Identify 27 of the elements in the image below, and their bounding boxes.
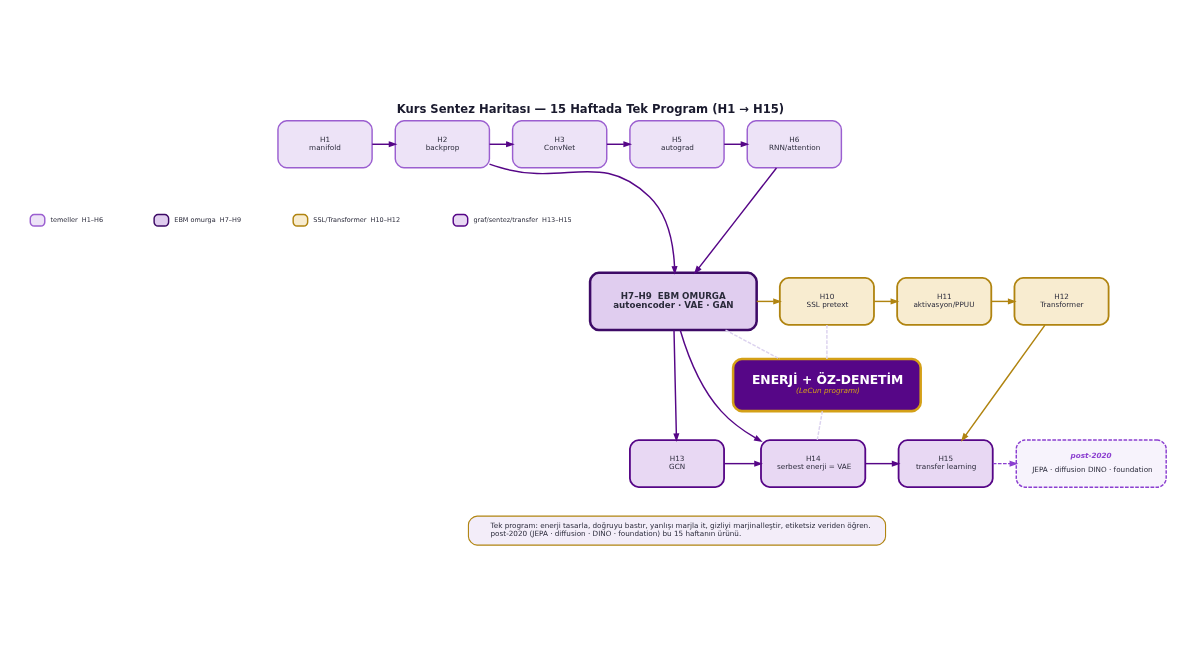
node-box: H10 SSL pretext (778, 276, 875, 326)
node-box: H14 serbest enerji = VAE (760, 438, 867, 488)
arrow (864, 460, 901, 467)
node-box: H13 GCN (629, 438, 725, 488)
arrow (992, 460, 1019, 467)
connector (826, 323, 828, 360)
node-box: post-2020 JEPA · diffusion DINO · foundation (1015, 438, 1167, 488)
arrow (673, 328, 680, 442)
node-box: H12 Transformer (1013, 276, 1110, 326)
node-box: H11 aktivasyon/PPUU (896, 276, 993, 326)
node-box: H3 ConvNet (511, 119, 608, 169)
node-box: H5 autograd (629, 119, 725, 169)
arrow (679, 328, 763, 442)
arrow (960, 323, 1046, 442)
node-box: H7–H9 EBM OMURGA autoencoder · VAE · GAN (588, 271, 758, 331)
node-box: H2 backprop (394, 119, 491, 169)
arrow (488, 162, 678, 275)
node-box: H1 manifold (277, 119, 373, 169)
arrow (723, 460, 763, 467)
connector (724, 328, 781, 360)
node-box: H6 RNN/attention (746, 119, 843, 169)
node-box: H15 transfer learning (897, 438, 994, 488)
arrow (693, 166, 778, 274)
node-box: Tek program: enerji tasarla, doğruyu bastır, yanlışı marjla it, gizliyi marjinalleştir, etiketsiz veriden öğren. post-2020 (JEPA · diffusion · DINO · foundation) bu 15 haftanın ürünü. (467, 515, 887, 546)
node-box: ENERJİ + ÖZ-DENETİM (LeCun programı) (731, 357, 922, 412)
diagram-title: Kurs Sentez Haritası — 15 Haftada Tek Program (H1 → H15) (396, 101, 785, 116)
connector (816, 410, 824, 441)
